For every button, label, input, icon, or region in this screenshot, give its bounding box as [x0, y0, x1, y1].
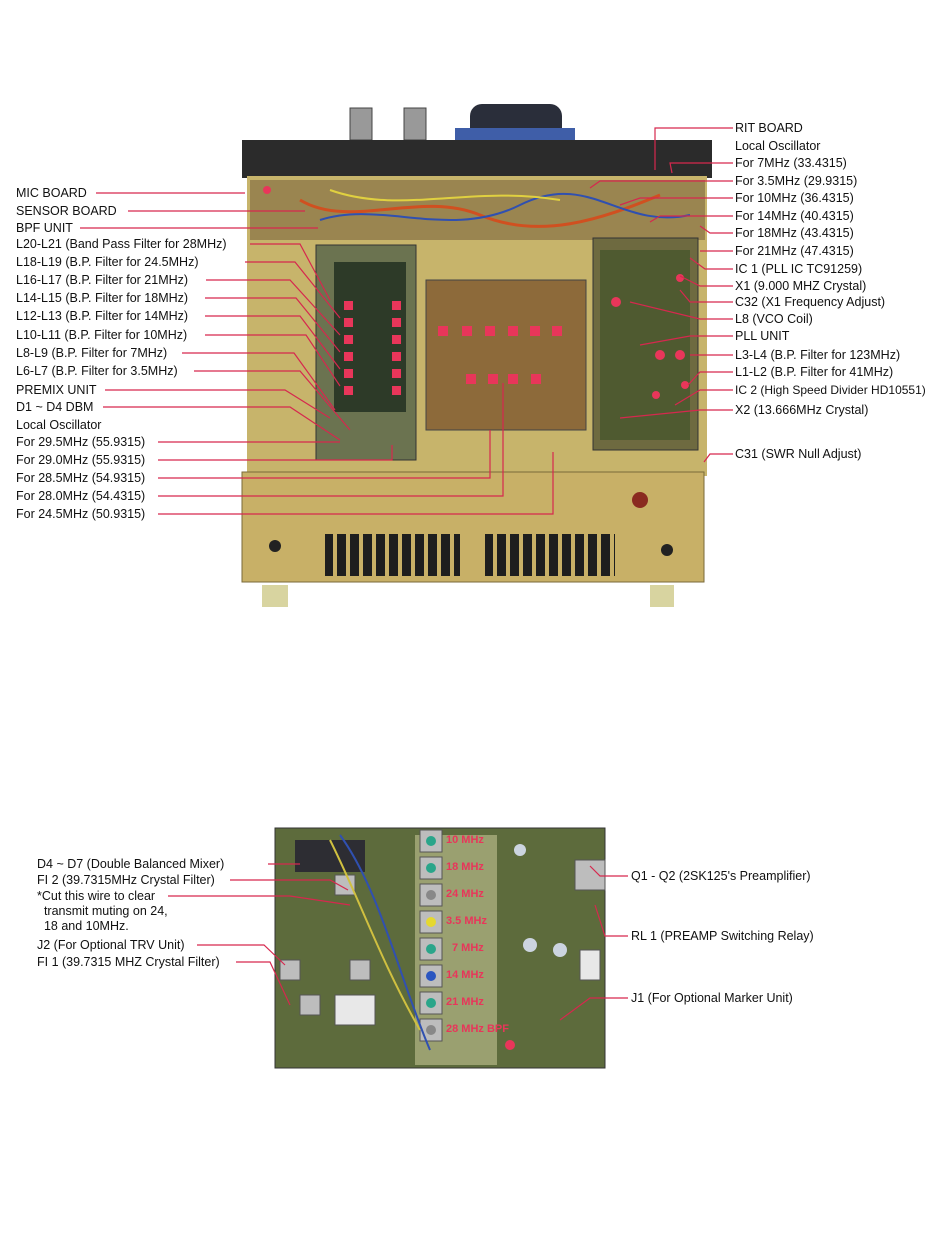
label-x2: X2 (13.666MHz Crystal): [735, 403, 869, 417]
label-l18-l19: L18-L19 (B.P. Filter for 24.5MHz): [16, 255, 199, 269]
label-fi2: FI 2 (39.7315MHz Crystal Filter): [37, 873, 215, 887]
band-label: 7 MHz: [452, 942, 484, 954]
label-premix-unit: PREMIX UNIT: [16, 383, 97, 397]
label-for-3-5mhz: For 3.5MHz (29.9315): [735, 174, 858, 188]
label-rit-board: RIT BOARD: [735, 121, 803, 135]
band-label: 3.5 MHz: [446, 915, 487, 927]
label-for-21mhz: For 21MHz (47.4315): [735, 244, 854, 258]
label-l20-l21: L20-L21 (Band Pass Filter for 28MHz): [16, 237, 227, 251]
label-local-oscillator-left: Local Oscillator: [16, 418, 102, 432]
label-l8-vco: L8 (VCO Coil): [735, 312, 813, 326]
label-x1: X1 (9.000 MHZ Crystal): [735, 279, 867, 293]
band-label: 18 MHz: [446, 861, 484, 873]
leader-lines-top-right: [589, 127, 733, 463]
label-cut-wire-3: 18 and 10MHz.: [37, 919, 129, 933]
label-ic2: IC 2 (High Speed Divider HD10551): [735, 383, 926, 397]
label-d4-d7: D4 ~ D7 (Double Balanced Mixer): [37, 857, 225, 871]
label-q1-q2: Q1 - Q2 (2SK125's Preamplifier): [631, 869, 811, 883]
label-for-18mhz: For 18MHz (43.4315): [735, 226, 854, 240]
label-cut-wire-2: transmit muting on 24,: [37, 904, 168, 918]
label-l14-l15: L14-L15 (B.P. Filter for 18MHz): [16, 291, 189, 305]
label-l12-l13: L12-L13 (B.P. Filter for 14MHz): [16, 309, 189, 323]
leader-lines-top-left: [80, 192, 554, 515]
label-j2: J2 (For Optional TRV Unit): [37, 938, 185, 952]
marker-dots: [263, 186, 689, 399]
label-c31: C31 (SWR Null Adjust): [735, 447, 862, 461]
label-ic1: IC 1 (PLL IC TC91259): [735, 262, 863, 276]
chassis-photo: [241, 104, 712, 607]
label-j1: J1 (For Optional Marker Unit): [631, 991, 793, 1005]
label-sensor-board: SENSOR BOARD: [16, 204, 117, 218]
label-local-oscillator-right: Local Oscillator: [735, 139, 821, 153]
band-label: 24 MHz: [446, 888, 484, 900]
label-bpf-unit: BPF UNIT: [16, 221, 73, 235]
label-for-29-0: For 29.0MHz (55.9315): [16, 453, 146, 467]
label-l3-l4: L3-L4 (B.P. Filter for 123MHz): [735, 348, 901, 362]
band-label: 10 MHz: [446, 834, 484, 846]
label-for-10mhz: For 10MHz (36.4315): [735, 191, 854, 205]
label-for-7mhz: For 7MHz (33.4315): [735, 156, 847, 170]
label-l16-l17: L16-L17 (B.P. Filter for 21MHz): [16, 273, 189, 287]
leader-lines-bottom: [168, 863, 628, 1021]
label-fi1: FI 1 (39.7315 MHZ Crystal Filter): [37, 955, 220, 969]
label-l6-l7: L6-L7 (B.P. Filter for 3.5MHz): [16, 364, 178, 378]
label-d1-d4-dbm: D1 ~ D4 DBM: [16, 400, 94, 414]
label-l8-l9: L8-L9 (B.P. Filter for 7MHz): [16, 346, 168, 360]
label-for-28-5: For 28.5MHz (54.9315): [16, 471, 146, 485]
label-mic-board: MIC BOARD: [16, 186, 87, 200]
label-cut-wire-1: *Cut this wire to clear: [37, 889, 156, 903]
label-for-28-0: For 28.0MHz (54.4315): [16, 489, 146, 503]
band-label: 21 MHz: [446, 996, 484, 1008]
label-for-24-5: For 24.5MHz (50.9315): [16, 507, 146, 521]
label-l10-l11: L10-L11 (B.P. Filter for 10MHz): [16, 328, 188, 342]
label-for-29-5: For 29.5MHz (55.9315): [16, 435, 146, 449]
label-pll-unit: PLL UNIT: [735, 329, 790, 343]
label-rl1: RL 1 (PREAMP Switching Relay): [631, 929, 814, 943]
band-label: 28 MHz BPF: [446, 1023, 509, 1035]
board-photo: [274, 827, 606, 1069]
label-c32: C32 (X1 Frequency Adjust): [735, 295, 886, 309]
label-for-14mhz: For 14MHz (40.4315): [735, 209, 854, 223]
band-label: 14 MHz: [446, 969, 484, 981]
label-l1-l2: L1-L2 (B.P. Filter for 41MHz): [735, 365, 894, 379]
